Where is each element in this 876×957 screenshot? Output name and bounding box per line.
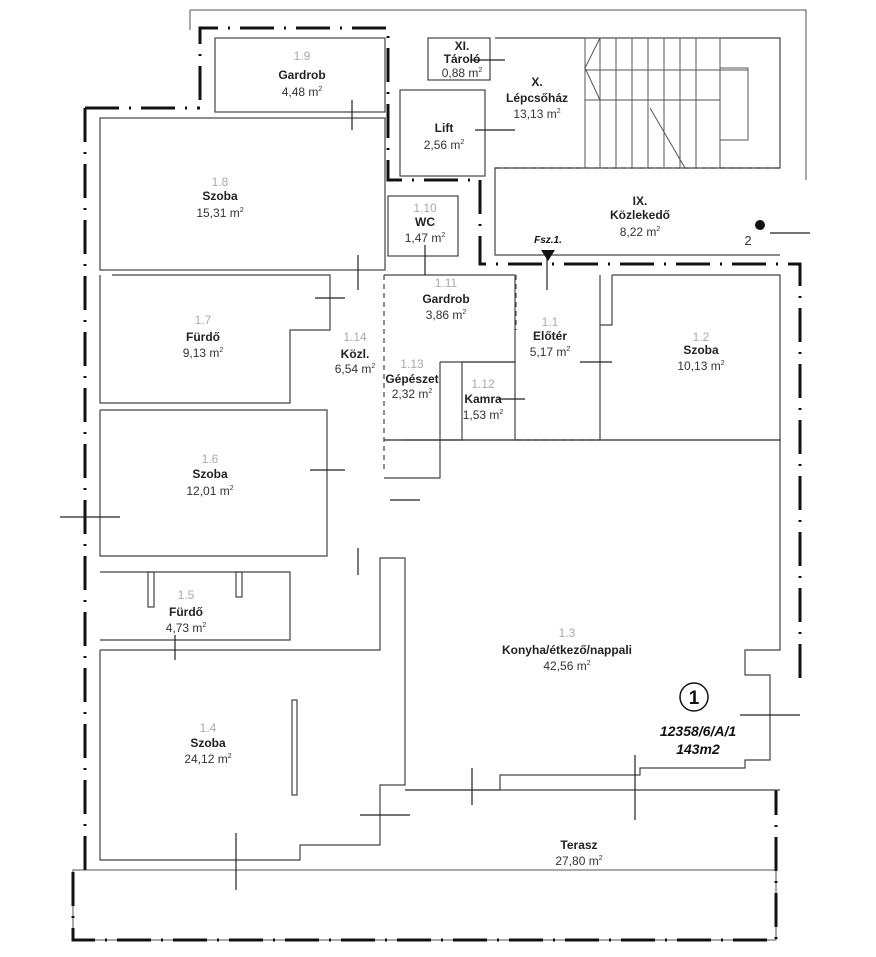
- openings: [60, 59, 810, 890]
- svg-text:Gardrob: Gardrob: [422, 292, 469, 306]
- unit-boundary: [71, 26, 802, 942]
- room-label-lift: Lift 2,56 m2: [424, 121, 465, 152]
- svg-text:Konyha/étkező/nappali: Konyha/étkező/nappali: [502, 643, 632, 657]
- svg-text:Terasz: Terasz: [560, 838, 597, 852]
- svg-text:1.3: 1.3: [559, 626, 576, 640]
- svg-text:1.5: 1.5: [178, 588, 195, 602]
- svg-text:3,86 m2: 3,86 m2: [426, 308, 467, 322]
- svg-text:1.13: 1.13: [400, 357, 424, 371]
- svg-text:Szoba: Szoba: [192, 467, 228, 481]
- svg-text:13,13 m2: 13,13 m2: [513, 107, 560, 121]
- room-label-1-7: 1.7 Fürdő 9,13 m2: [183, 313, 224, 360]
- svg-text:1.11: 1.11: [435, 276, 458, 290]
- svg-text:12,01 m2: 12,01 m2: [186, 484, 233, 498]
- svg-text:Szoba: Szoba: [202, 189, 238, 203]
- room-label-1-4: 1.4 Szoba 24,12 m2: [184, 721, 231, 766]
- svg-text:24,12 m2: 24,12 m2: [184, 752, 231, 766]
- svg-text:Közl.: Közl.: [341, 347, 370, 361]
- svg-text:Fsz.1.: Fsz.1.: [534, 235, 562, 246]
- room-label-1-12: 1.12 Kamra 1,53 m2: [463, 377, 504, 422]
- svg-text:1,47 m2: 1,47 m2: [405, 231, 446, 245]
- reference-point: 2: [744, 220, 765, 248]
- svg-text:2: 2: [744, 233, 751, 248]
- svg-text:1.10: 1.10: [413, 201, 437, 215]
- room-label-1-1: 1.1 Előtér 5,17 m2: [530, 315, 571, 359]
- room-label-xi: XI. Tároló 0,88 m2: [442, 39, 483, 80]
- svg-text:2,56 m2: 2,56 m2: [424, 138, 465, 152]
- svg-text:Gardrob: Gardrob: [278, 68, 325, 82]
- svg-text:Tároló: Tároló: [444, 52, 481, 66]
- svg-text:1.4: 1.4: [200, 721, 217, 735]
- svg-text:Fürdő: Fürdő: [169, 605, 203, 619]
- room-label-1-11: 1.11 Gardrob 3,86 m2: [422, 276, 469, 322]
- svg-text:9,13 m2: 9,13 m2: [183, 346, 224, 360]
- unit-identifier: 1 12358/6/A/1 143m2: [660, 682, 736, 757]
- svg-text:1.8: 1.8: [212, 175, 229, 189]
- svg-text:1.12: 1.12: [471, 377, 495, 391]
- svg-text:1.6: 1.6: [202, 452, 219, 466]
- point-dot-icon: [755, 220, 765, 230]
- svg-text:143m2: 143m2: [676, 741, 720, 757]
- room-label-1-6: 1.6 Szoba 12,01 m2: [186, 452, 233, 498]
- svg-text:Előtér: Előtér: [533, 329, 567, 343]
- entrance-triangle-icon: [541, 250, 555, 261]
- svg-text:Lift: Lift: [435, 121, 454, 135]
- room-label-terasz: Terasz 27,80 m2: [555, 838, 602, 868]
- svg-text:1.2: 1.2: [693, 330, 710, 344]
- svg-text:XI.: XI.: [455, 39, 470, 53]
- walls: [99, 37, 781, 861]
- svg-text:12358/6/A/1: 12358/6/A/1: [660, 723, 736, 739]
- svg-text:IX.: IX.: [633, 194, 648, 208]
- svg-text:0,88 m2: 0,88 m2: [442, 66, 483, 80]
- svg-text:4,48 m2: 4,48 m2: [282, 85, 323, 99]
- svg-text:Gépészet: Gépészet: [385, 372, 438, 386]
- svg-text:15,31 m2: 15,31 m2: [196, 206, 243, 220]
- svg-text:42,56 m2: 42,56 m2: [543, 659, 590, 673]
- room-label-1-10: 1.10 WC 1,47 m2: [405, 201, 446, 245]
- svg-text:Szoba: Szoba: [683, 343, 719, 357]
- svg-text:6,54 m2: 6,54 m2: [335, 362, 376, 376]
- svg-text:WC: WC: [415, 215, 435, 229]
- svg-text:Közlekedő: Közlekedő: [610, 208, 670, 222]
- svg-text:2,32 m2: 2,32 m2: [392, 387, 433, 401]
- svg-text:4,73 m2: 4,73 m2: [166, 621, 207, 635]
- svg-text:Szoba: Szoba: [190, 736, 226, 750]
- entrance-marker: Fsz.1.: [534, 235, 562, 261]
- room-label-1-3: 1.3 Konyha/étkező/nappali 42,56 m2: [502, 626, 632, 673]
- room-label-1-2: 1.2 Szoba 10,13 m2: [677, 330, 724, 373]
- svg-text:8,22 m2: 8,22 m2: [620, 225, 661, 239]
- svg-text:27,80 m2: 27,80 m2: [555, 854, 602, 868]
- svg-text:1.7: 1.7: [195, 313, 212, 327]
- svg-text:1: 1: [689, 688, 700, 709]
- svg-text:5,17 m2: 5,17 m2: [530, 345, 571, 359]
- svg-text:1.9: 1.9: [294, 49, 311, 63]
- svg-text:1.1: 1.1: [542, 315, 559, 329]
- room-label-1-13: 1.13 Gépészet 2,32 m2: [385, 357, 438, 401]
- room-label-1-5: 1.5 Fürdő 4,73 m2: [166, 588, 207, 635]
- svg-text:10,13 m2: 10,13 m2: [677, 359, 724, 373]
- svg-text:Fürdő: Fürdő: [186, 330, 220, 344]
- svg-text:X.: X.: [531, 75, 542, 89]
- unit-number-circle-icon: [679, 682, 709, 712]
- staircase: [584, 37, 749, 169]
- room-label-1-14: 1.14 Közl. 6,54 m2: [335, 330, 376, 376]
- svg-text:Lépcsőház: Lépcsőház: [506, 91, 568, 105]
- room-label-ix: IX. Közlekedő 8,22 m2: [610, 194, 670, 239]
- svg-text:1.14: 1.14: [343, 330, 367, 344]
- room-label-x: X. Lépcsőház 13,13 m2: [506, 75, 568, 121]
- svg-text:1,53 m2: 1,53 m2: [463, 408, 504, 422]
- room-label-1-9: 1.9 Gardrob 4,48 m2: [278, 49, 325, 99]
- room-label-1-8: 1.8 Szoba 15,31 m2: [196, 175, 243, 220]
- svg-text:Kamra: Kamra: [464, 392, 502, 406]
